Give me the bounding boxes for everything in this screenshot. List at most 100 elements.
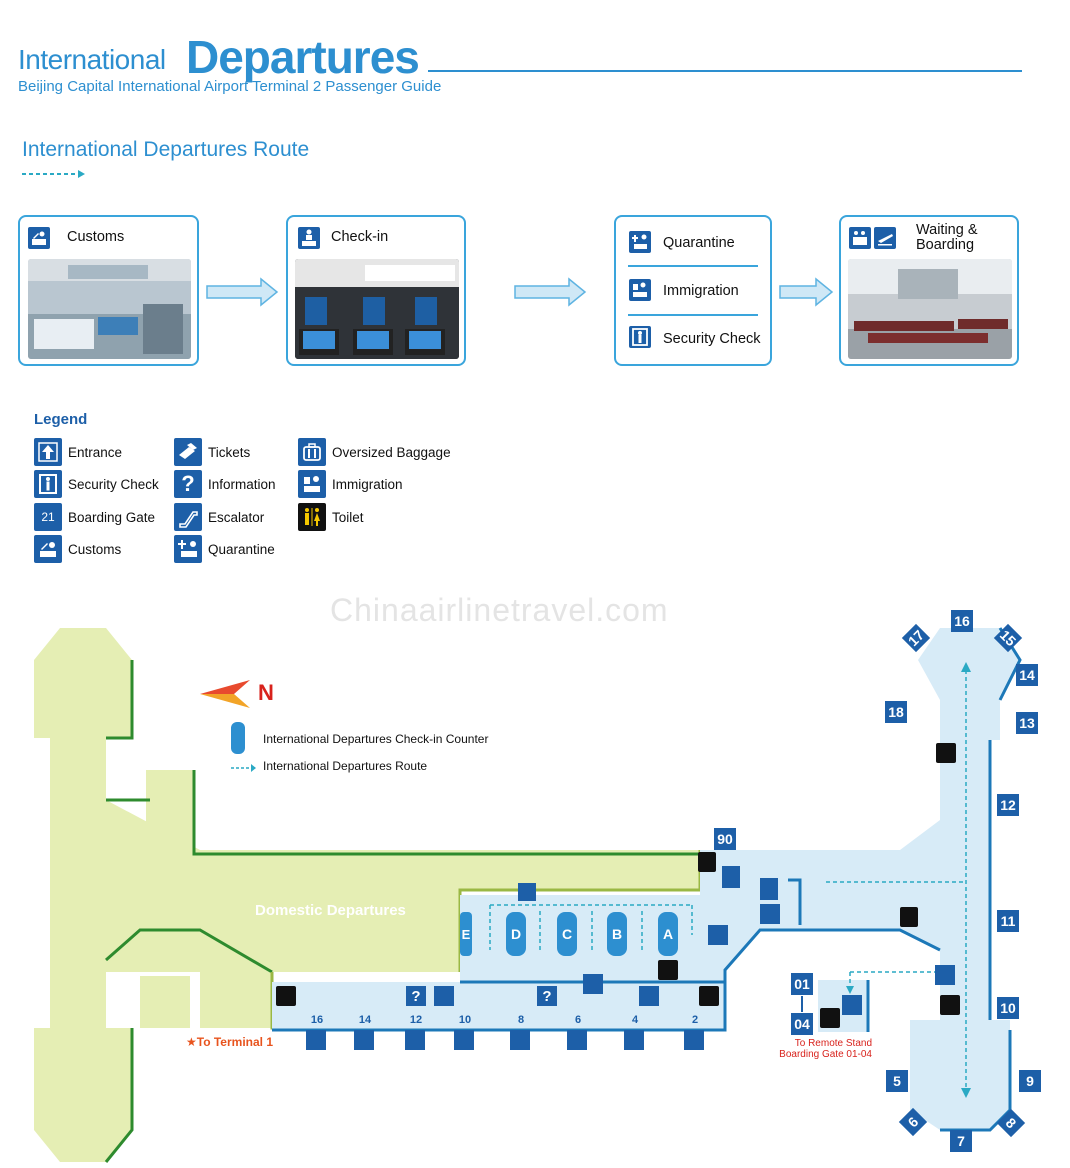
step-waiting-boarding-label: Waiting & Boarding — [916, 223, 978, 253]
legend-label: Quarantine — [208, 541, 275, 557]
route-section-title: International Departures Route — [22, 138, 310, 161]
entrance-icon — [354, 1030, 374, 1050]
remote-stand-label: To Remote Stand Boarding Gate 01-04 — [772, 1038, 872, 1060]
title-departures: Departures — [186, 31, 420, 83]
counter-c: C — [557, 912, 577, 956]
step-immigration-label: Immigration — [663, 283, 739, 299]
quarantine-icon — [708, 925, 728, 945]
escalator-icon — [935, 965, 955, 985]
legend-label: Toilet — [332, 509, 364, 525]
toilet-icon — [820, 1008, 840, 1028]
entrance-number: 12 — [409, 1014, 423, 1026]
entrance-number: 2 — [691, 1014, 699, 1026]
domestic-area — [34, 628, 700, 1162]
legend-label: Boarding Gate — [68, 509, 156, 525]
step-quarantine-label: Quarantine — [663, 235, 735, 251]
legend-label: Oversized Baggage — [332, 444, 451, 460]
north-label: N — [258, 680, 274, 705]
entrance-number: 6 — [574, 1014, 582, 1026]
entrance-icon — [34, 438, 62, 466]
legend-item-immigration: Immigration — [298, 470, 403, 498]
toilet-icon — [698, 852, 716, 872]
legend-item-tickets: Tickets — [174, 438, 250, 466]
entrance-icon — [405, 1030, 425, 1050]
gate-9: 9 — [1019, 1070, 1041, 1092]
legend-item-quarantine: Quarantine — [174, 535, 275, 563]
title-international: International — [18, 44, 166, 75]
legend-label: Information — [208, 476, 276, 492]
entrance-number: 14 — [358, 1014, 372, 1026]
toilet-icon — [276, 986, 296, 1006]
counter-e: E — [460, 912, 472, 956]
baggage-icon — [518, 883, 536, 901]
waiting-label-line2: Boarding — [916, 237, 975, 253]
gate-10: 10 — [997, 997, 1019, 1019]
legend-item-escalator: Escalator — [174, 503, 264, 531]
toilet-icon — [699, 986, 719, 1006]
entrance-number: 10 — [458, 1014, 472, 1026]
escalator-icon — [174, 503, 202, 531]
counter-legend-label: International Departures Check-in Counte… — [263, 732, 489, 746]
divider — [628, 314, 758, 316]
toilet-icon — [940, 995, 960, 1015]
subtitle: Beijing Capital International Airport Te… — [18, 78, 442, 95]
legend-label: Tickets — [208, 444, 251, 460]
gate-5: 5 — [886, 1070, 908, 1092]
counter-legend-swatch — [231, 722, 245, 754]
dashed-route-arrow-icon — [22, 166, 86, 184]
gate-11: 11 — [997, 910, 1019, 932]
title-rule — [428, 70, 1022, 72]
immigration-icon — [760, 904, 780, 924]
entrance-icon — [567, 1030, 587, 1050]
flow-arrow-1-icon — [205, 277, 279, 307]
legend-label: Immigration — [332, 476, 403, 492]
waiting-icon — [849, 227, 871, 249]
gate-16: 16 — [951, 610, 973, 632]
toilet-icon — [900, 907, 918, 927]
quarantine-icon — [629, 231, 651, 253]
legend-label: Entrance — [68, 444, 123, 460]
remote-stand-line2: Boarding Gate 01-04 — [779, 1049, 872, 1060]
remote-gate-01: 01 — [791, 973, 813, 995]
legend-label: Customs — [68, 541, 122, 557]
escalator-icon — [842, 995, 862, 1015]
quarantine-icon — [174, 535, 202, 563]
security-check-icon — [34, 470, 62, 498]
north-arrow-icon — [200, 680, 250, 708]
entrance-icon — [684, 1030, 704, 1050]
step-waiting-boarding: Waiting & Boarding — [839, 215, 1019, 366]
entrance-icon — [624, 1030, 644, 1050]
tickets-icon — [174, 438, 202, 466]
flow-arrow-2-icon — [513, 277, 587, 307]
remote-gate-range-line — [801, 996, 803, 1012]
legend-item-information: ? Information — [174, 470, 276, 498]
entrance-icon — [510, 1030, 530, 1050]
gate-18: 18 — [885, 701, 907, 723]
tickets-icon — [639, 986, 659, 1006]
entrance-icon — [454, 1030, 474, 1050]
security-check-icon — [722, 866, 740, 888]
step-check-in-label: Check-in — [331, 229, 389, 245]
information-icon: ? — [174, 470, 202, 498]
toilet-icon — [298, 503, 326, 531]
check-in-photo — [295, 259, 459, 359]
security-check-icon — [760, 878, 778, 900]
divider — [628, 265, 758, 267]
remote-stand-line1: To Remote Stand — [794, 1038, 872, 1049]
to-terminal-1-label: ★To Terminal 1 — [186, 1035, 273, 1049]
watermark: Chinaairlinetravel.com — [330, 592, 669, 628]
immigration-icon — [629, 279, 651, 301]
toilet-icon — [658, 960, 678, 980]
legend-item-customs: Customs — [34, 535, 121, 563]
route-legend-label: International Departures Route — [263, 759, 428, 773]
information-icon: ? — [406, 986, 426, 1006]
flow-arrow-3-icon — [778, 277, 834, 307]
boarding-gate-icon: 21 — [34, 503, 62, 531]
entrance-number: 16 — [310, 1014, 324, 1026]
gate-90: 90 — [714, 828, 736, 850]
legend-item-boarding-gate: 21 Boarding Gate — [34, 503, 155, 531]
legend-item-toilet: Toilet — [298, 503, 364, 531]
legend-label: Security Check — [68, 476, 159, 492]
step-quarantine-immigration-security: Quarantine Immigration Security Check — [614, 215, 772, 366]
gate-14: 14 — [1016, 664, 1038, 686]
